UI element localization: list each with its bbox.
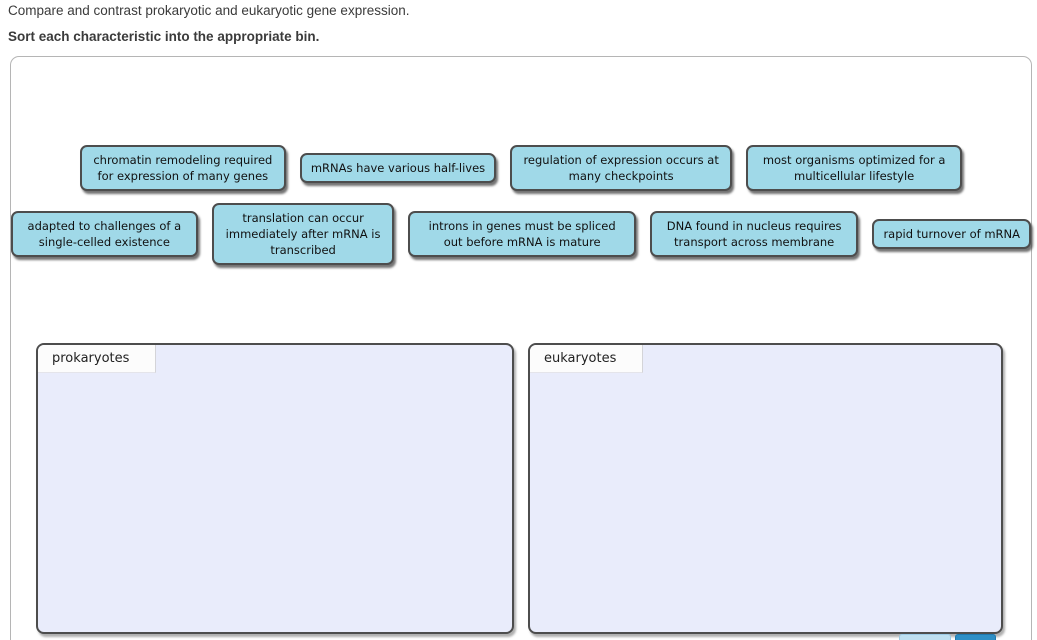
bins-area: prokaryotes eukaryotes (36, 343, 1031, 634)
chip-multicellular-lifestyle[interactable]: most organisms optimized for a multicell… (746, 145, 963, 191)
chip-row-1: chromatin remodeling required for expres… (11, 145, 1031, 191)
instruction-text: Sort each characteristic into the approp… (8, 29, 320, 44)
chip-mrna-half-lives[interactable]: mRNAs have various half-lives (299, 153, 497, 183)
primary-action-button-partial[interactable] (955, 634, 996, 640)
chip-rapid-turnover-mrna[interactable]: rapid turnover of mRNA (872, 219, 1031, 249)
chip-dna-nucleus-transport[interactable]: DNA found in nucleus requires transport … (649, 211, 859, 257)
footer-buttons (899, 634, 996, 640)
bin-label-eukaryotes: eukaryotes (530, 345, 644, 373)
chip-single-celled-existence[interactable]: adapted to challenges of a single-celled… (11, 211, 198, 257)
question-text: Compare and contrast prokaryotic and euk… (8, 3, 410, 18)
bin-prokaryotes[interactable]: prokaryotes (36, 343, 514, 634)
secondary-action-button-partial[interactable] (899, 634, 951, 640)
chips-area: chromatin remodeling required for expres… (11, 145, 1031, 265)
chip-regulation-checkpoints[interactable]: regulation of expression occurs at many … (510, 145, 733, 191)
chip-row-2: adapted to challenges of a single-celled… (11, 203, 1031, 265)
chip-chromatin-remodeling[interactable]: chromatin remodeling required for expres… (79, 145, 286, 191)
bin-label-prokaryotes: prokaryotes (38, 345, 157, 373)
chip-translation-immediate[interactable]: translation can occur immediately after … (211, 203, 395, 265)
chip-introns-spliced[interactable]: introns in genes must be spliced out bef… (408, 211, 636, 257)
sorting-activity-panel: chromatin remodeling required for expres… (10, 56, 1032, 640)
bin-eukaryotes[interactable]: eukaryotes (528, 343, 1003, 634)
